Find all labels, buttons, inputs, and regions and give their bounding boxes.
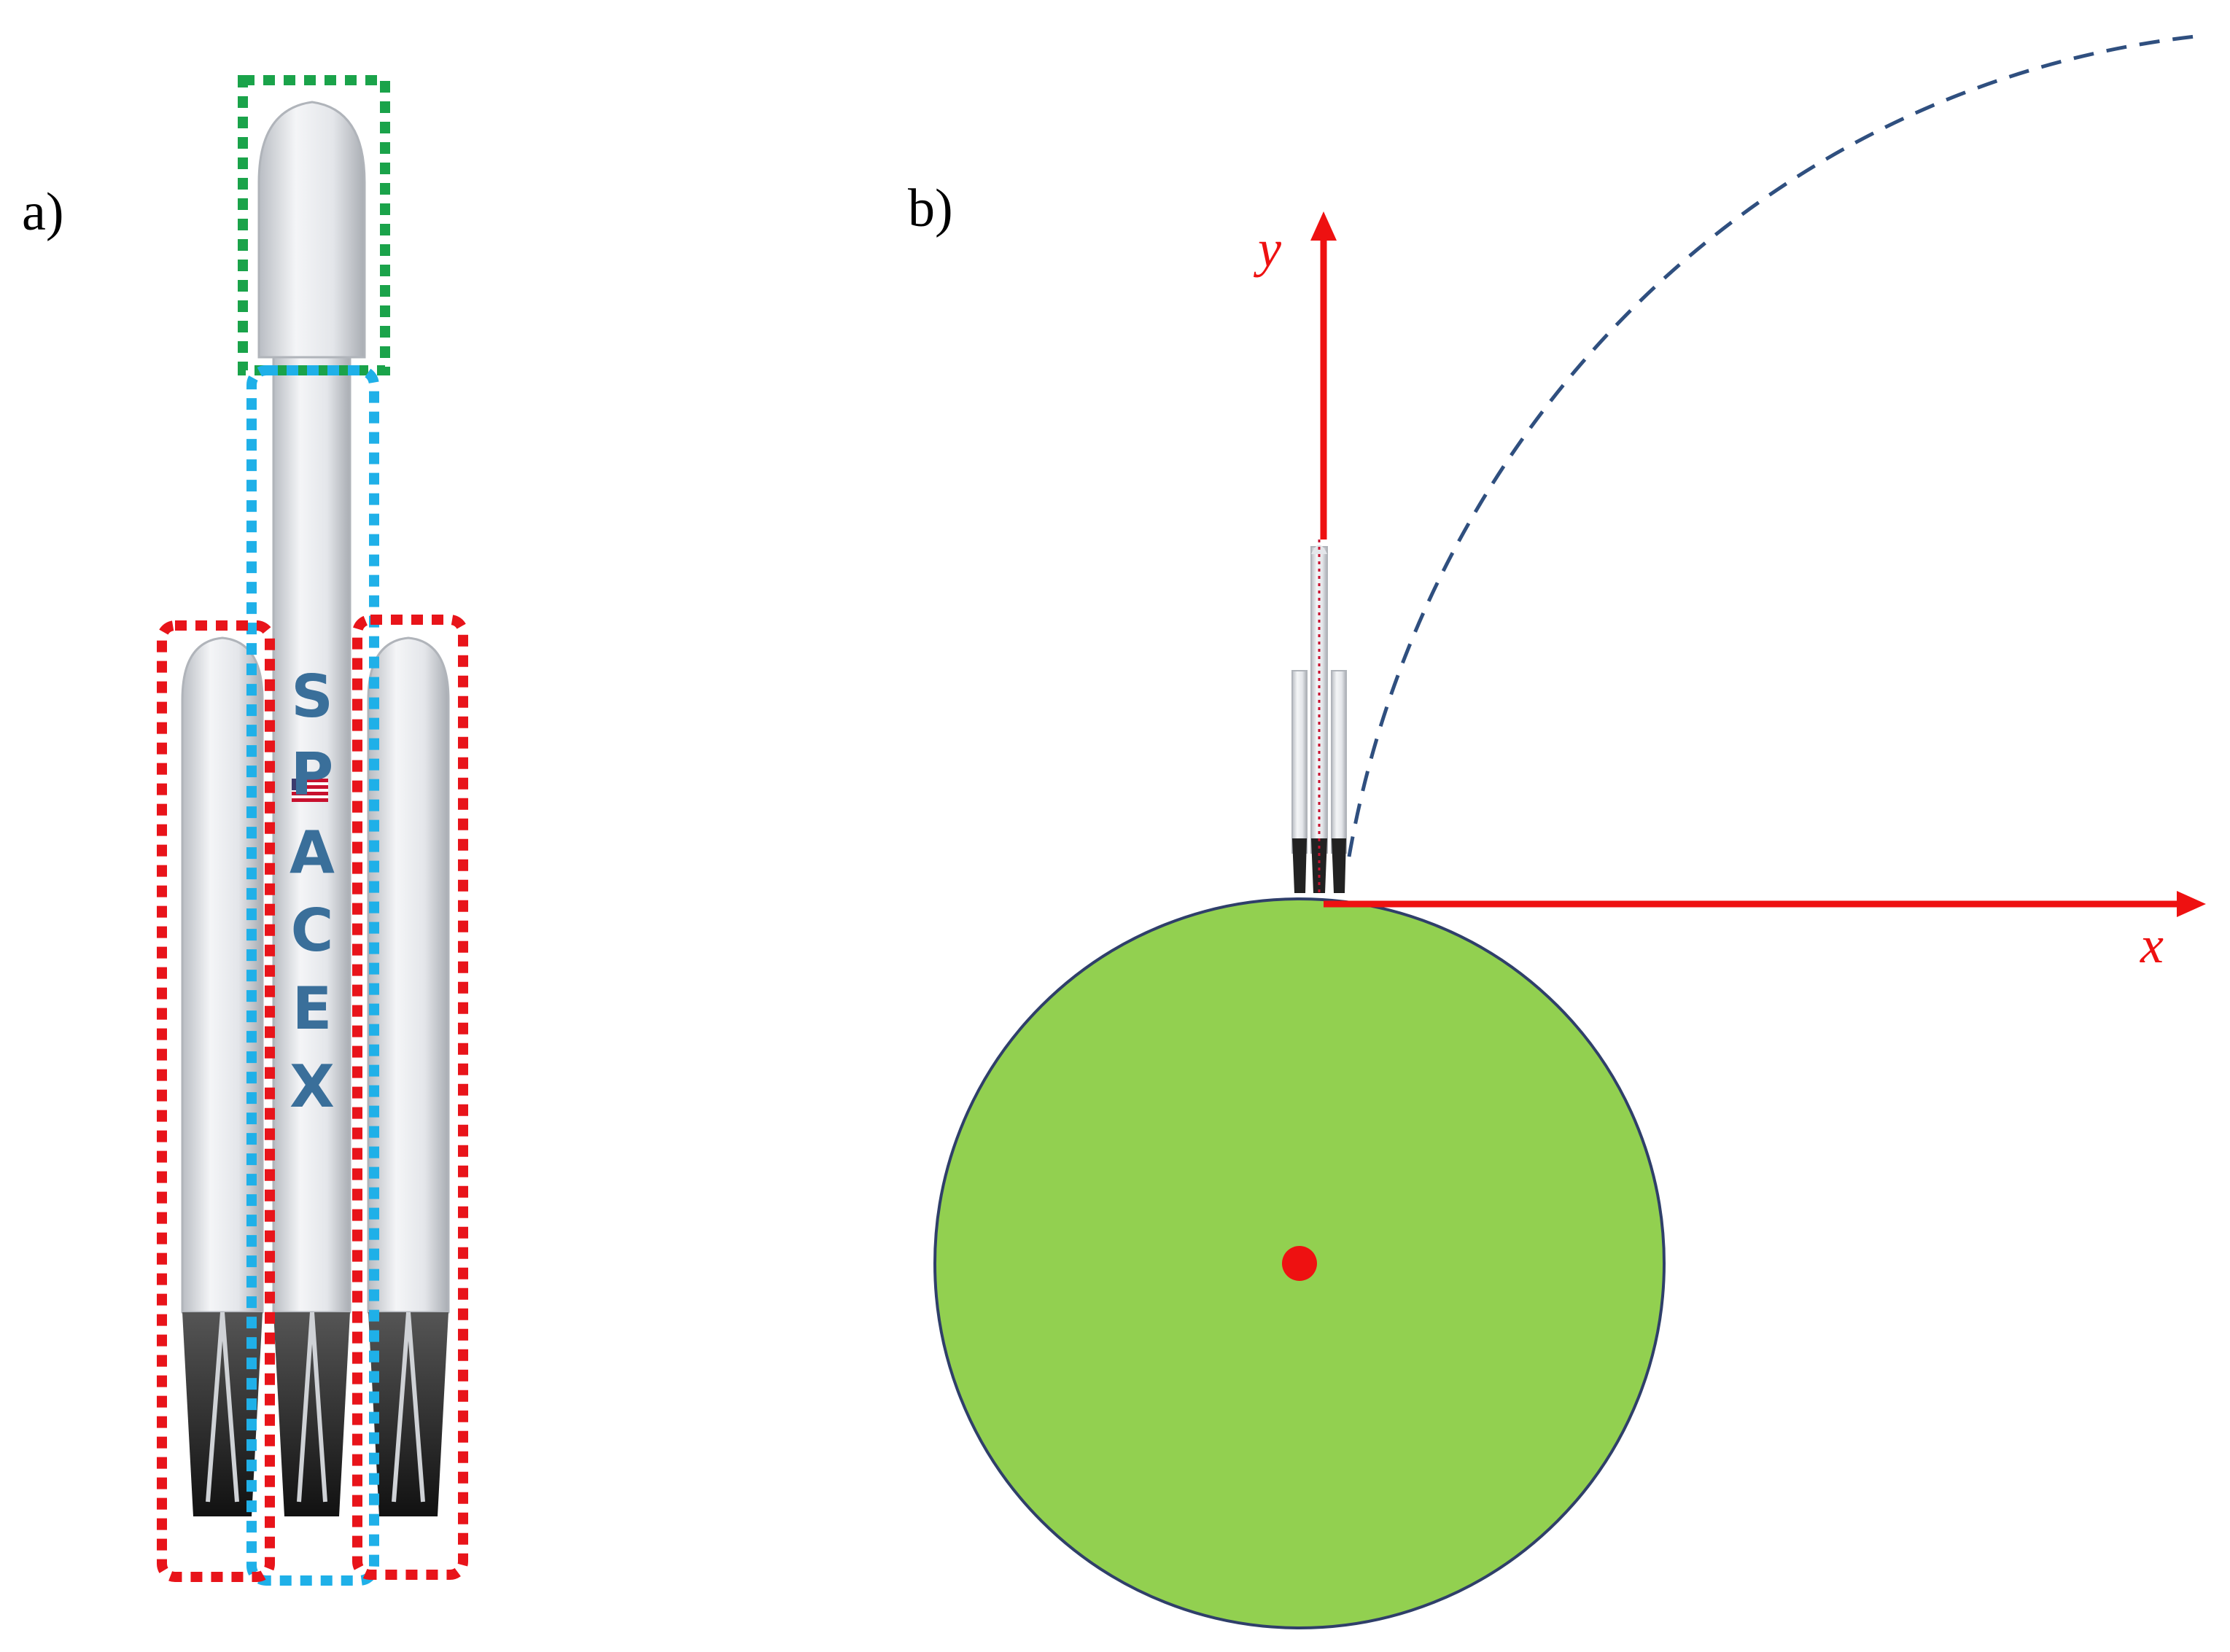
- y-axis-arrowhead: [1310, 211, 1337, 241]
- panel-a-label: a): [22, 182, 64, 242]
- core-stage: SPACEX: [272, 356, 351, 1516]
- right-booster-box: [352, 615, 468, 1580]
- payload-fairing: [257, 101, 366, 359]
- panel-a: a): [22, 75, 468, 1586]
- spacex-logo: SPACEX: [279, 663, 346, 1131]
- panel-b: b) y x: [908, 34, 2206, 1629]
- payload-box: [238, 75, 390, 375]
- core-stage-engine: [273, 1312, 350, 1516]
- panel-b-label: b): [908, 179, 953, 238]
- right-booster: [367, 636, 450, 1516]
- left-booster-engine: [182, 1312, 263, 1516]
- left-booster: [181, 636, 264, 1516]
- flag-icon: [292, 779, 328, 802]
- x-axis-arrowhead: [2177, 891, 2206, 917]
- right-booster-engine: [368, 1312, 448, 1516]
- trajectory-curve: [1347, 34, 2196, 857]
- x-axis-label: x: [2140, 916, 2164, 974]
- core-stage-box: [246, 365, 379, 1586]
- y-axis-label: y: [1253, 219, 1281, 278]
- small-rocket: [1291, 539, 1347, 897]
- falcon-heavy-rocket: SPACEX: [181, 101, 450, 1516]
- planet-center: [1282, 1246, 1317, 1281]
- left-booster-box: [157, 620, 275, 1582]
